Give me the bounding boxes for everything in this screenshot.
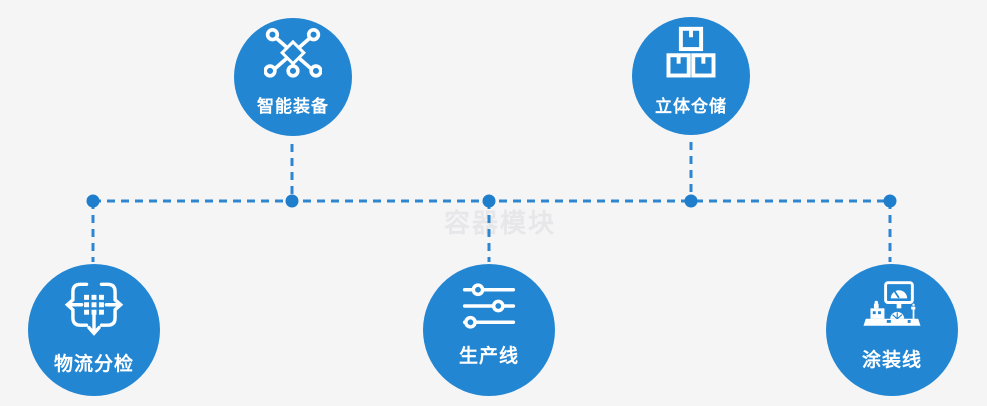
node-label: 生产线 [458, 345, 519, 367]
junction-dot [883, 194, 897, 208]
junction-dot [684, 194, 698, 208]
network-nodes-icon [263, 27, 323, 80]
sliders-icon [460, 282, 518, 329]
node-label: 智能装备 [257, 96, 329, 116]
control-console-icon [860, 279, 924, 333]
node-warehouse: 立体仓储 [632, 17, 750, 135]
node-label: 立体仓储 [655, 96, 727, 116]
node-production: 生产线 [423, 264, 555, 396]
junction-dot [482, 194, 496, 208]
watermark-text: 容器模块 [444, 208, 557, 238]
node-smart-equipment: 智能装备 [234, 18, 352, 136]
node-sorting: 物流分检 [28, 264, 160, 396]
node-coating: 涂装线 [826, 264, 958, 396]
stacked-boxes-icon [663, 26, 719, 80]
node-label: 涂装线 [861, 349, 922, 371]
distribute-arrows-icon [63, 275, 125, 337]
node-label: 物流分检 [53, 353, 134, 375]
junction-dot [285, 194, 299, 208]
junction-dot [86, 194, 100, 208]
